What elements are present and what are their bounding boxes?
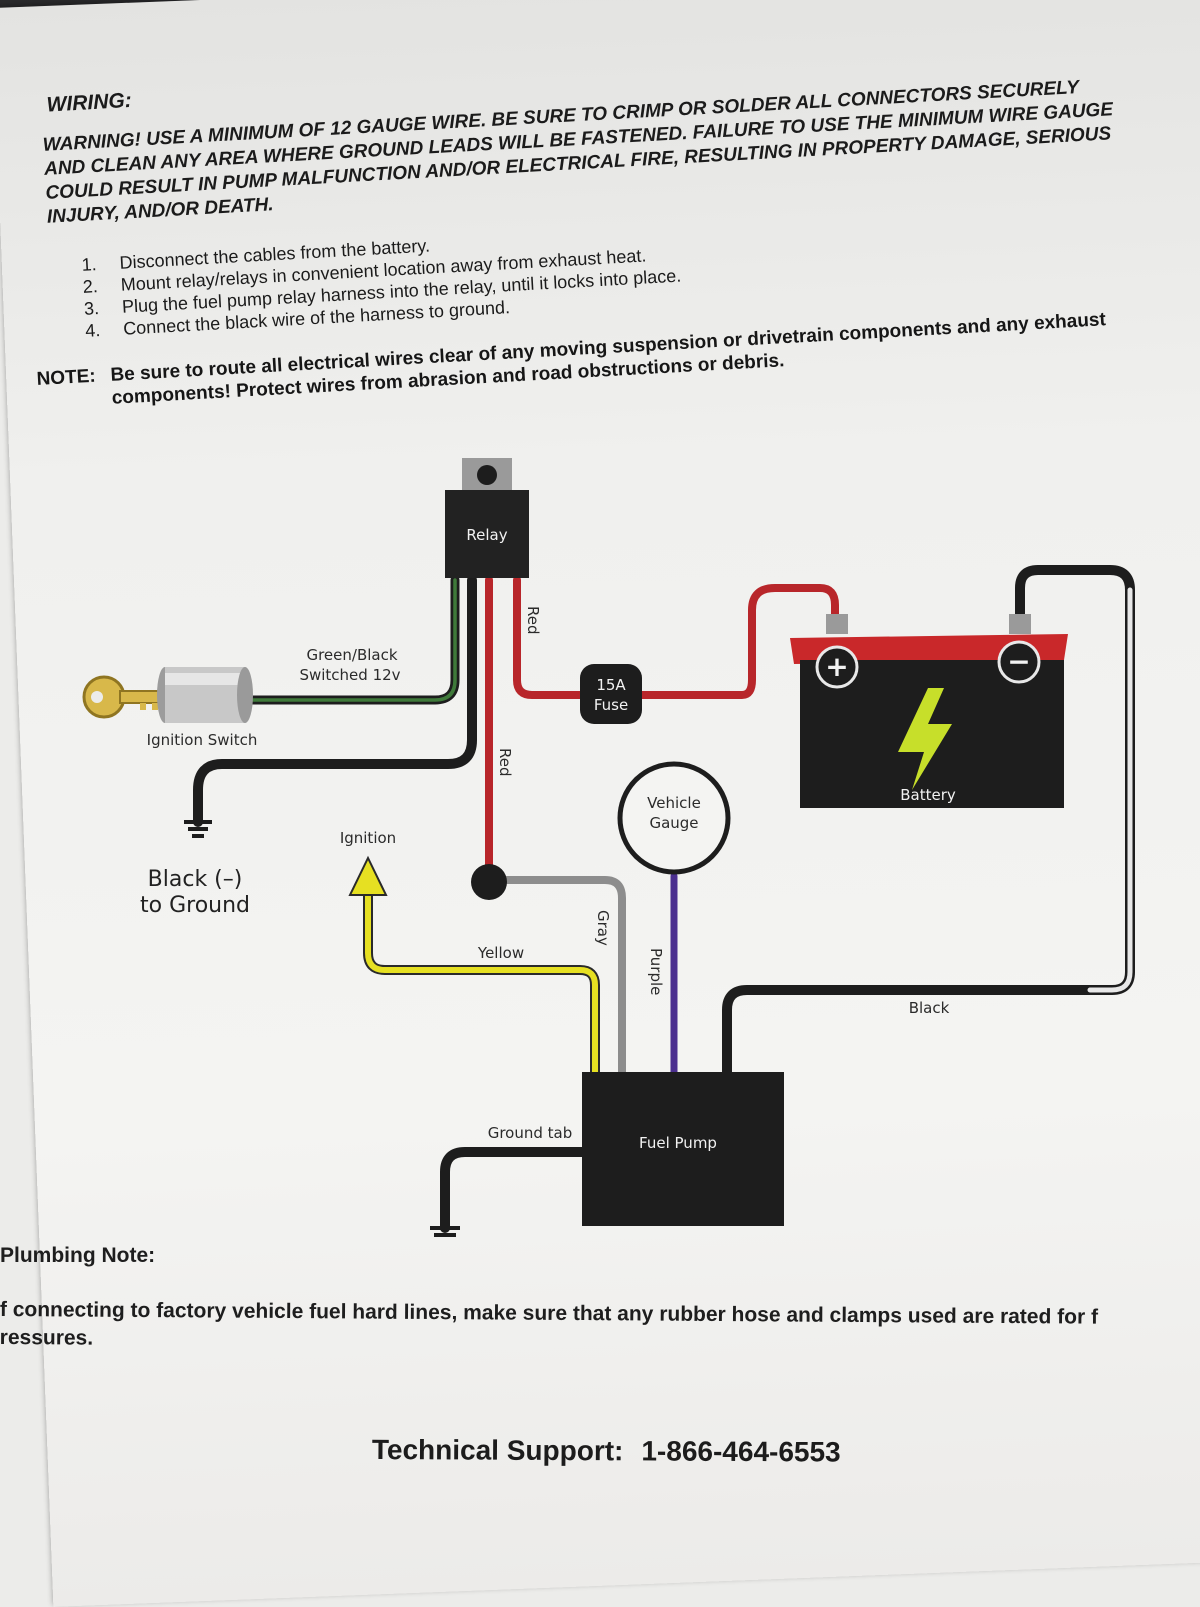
- splice-node: [471, 864, 507, 900]
- wire-black-battery-sheen: [1087, 587, 1133, 993]
- step-number: 3.: [83, 298, 100, 319]
- wire-black-groundtab: [440, 1147, 587, 1233]
- wiring-diagram: Relay Red Red Gray Purple 15A Fuse Green…: [82, 458, 1135, 1237]
- fuse-label-2: Fuse: [594, 696, 628, 714]
- ignition-label: Ignition: [340, 829, 396, 847]
- relay-hole: [477, 465, 497, 485]
- wire-green-stripe: [248, 578, 457, 702]
- ignition-arrow: [348, 855, 388, 896]
- ignition-switch-cylinder: [157, 667, 253, 723]
- wire-gray: [493, 876, 626, 1079]
- key-icon: [82, 675, 169, 719]
- support-label: Technical Support:: [371, 1434, 624, 1467]
- ground-symbol-bottom: [430, 1226, 460, 1237]
- vehicle-gauge: [617, 761, 731, 875]
- red-label-mid: Red: [496, 748, 514, 777]
- gauge-label-2: Gauge: [649, 814, 698, 832]
- battery: [790, 614, 1068, 808]
- fuel-pump-label: Fuel Pump: [639, 1134, 717, 1152]
- relay-body: [445, 490, 529, 578]
- ignition-switch-label: Ignition Switch: [147, 731, 258, 749]
- wire-red-fuse: [513, 576, 839, 699]
- plumbing-text: f connecting to factory vehicle fuel har…: [0, 1296, 1200, 1360]
- fuse-body: [580, 664, 642, 724]
- green-black-label: Green/Black: [306, 646, 397, 664]
- ground-label-2: to Ground: [140, 893, 250, 918]
- fuel-pump-body: [582, 1072, 784, 1226]
- switched-label: Switched 12v: [299, 666, 400, 684]
- relay-label: Relay: [466, 526, 507, 544]
- wire-yellow-outline: [363, 890, 600, 1080]
- yellow-label: Yellow: [477, 944, 524, 962]
- purple-label: Purple: [647, 948, 665, 995]
- gray-label: Gray: [594, 910, 612, 946]
- battery-plus-icon: +: [825, 650, 848, 683]
- step-number: 1.: [81, 254, 98, 275]
- note-label: NOTE:: [36, 365, 97, 390]
- step-number: 4.: [84, 320, 101, 341]
- step-number: 2.: [82, 276, 99, 297]
- ground-symbol-left: [184, 820, 212, 838]
- ground-tab-label: Ground tab: [488, 1124, 573, 1142]
- battery-label: Battery: [900, 786, 956, 804]
- red-label-top: Red: [524, 606, 542, 635]
- wire-yellow: [365, 892, 598, 1078]
- fuse-label-1: 15A: [596, 676, 626, 694]
- plumbing-title: Plumbing Note:: [0, 1244, 156, 1267]
- support-phone: 1-866-464-6553: [641, 1435, 841, 1468]
- gauge-label-1: Vehicle: [647, 794, 701, 812]
- ground-label-1: Black (–): [148, 867, 243, 892]
- battery-minus-icon: −: [1007, 645, 1030, 678]
- technical-support: Technical Support: 1-866-464-6553: [372, 1434, 841, 1468]
- black-label: Black: [909, 999, 950, 1017]
- wire-black-ground: [193, 575, 477, 827]
